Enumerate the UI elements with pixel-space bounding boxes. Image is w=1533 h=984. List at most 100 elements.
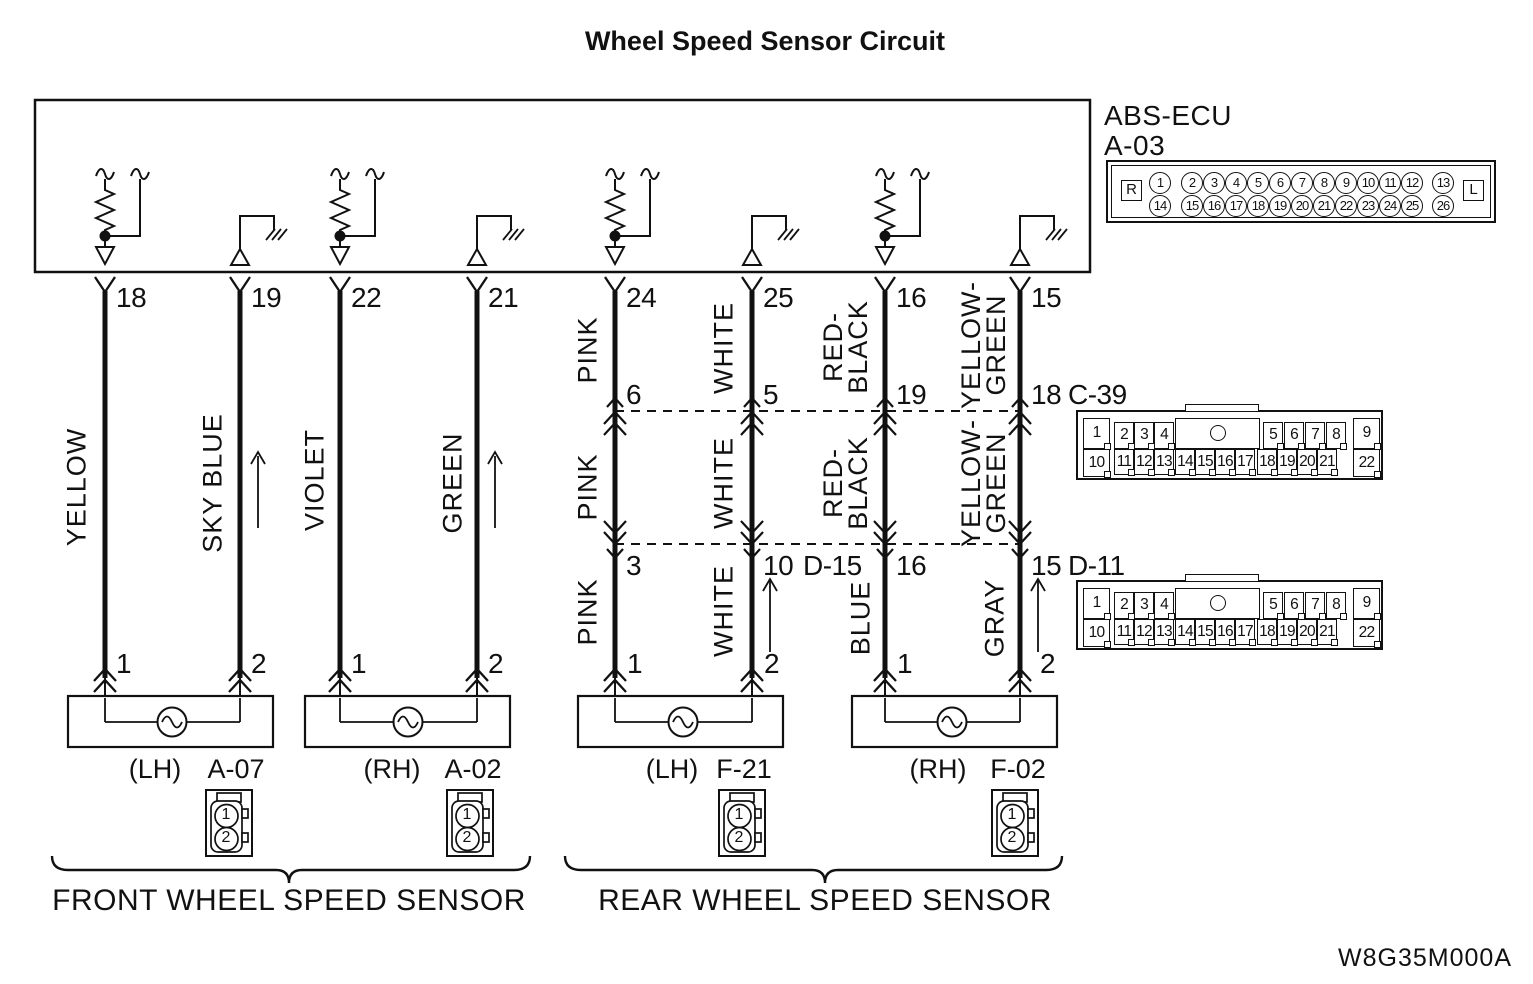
wire7-color-line2: BLACK	[843, 436, 873, 530]
c39-cell: 11	[1114, 449, 1135, 476]
d11-cell: 17	[1235, 619, 1256, 646]
wire5-sensor-pin: 1	[627, 648, 643, 679]
c39-cell: 12	[1134, 449, 1155, 476]
ecu-connector-code: A-03	[1104, 130, 1166, 161]
c39-cell: 16	[1215, 449, 1236, 476]
sensor3-icon-pin1: 1	[734, 806, 744, 823]
wire7-color-label-bottom: BLUE	[845, 580, 876, 656]
d11-label: D-11	[1068, 550, 1125, 581]
wires	[102, 291, 1023, 678]
c39-cell: 3	[1134, 422, 1155, 450]
wire3-color-label: VIOLET	[299, 428, 330, 532]
wire5-color-label-top: PINK	[572, 316, 603, 384]
wire4-sensor-pin: 2	[488, 648, 504, 679]
d11-cell: 7	[1305, 592, 1326, 620]
rear-wheel-speed-sensor-group-label: REAR WHEEL SPEED SENSOR	[598, 884, 1052, 917]
wire8-color-line2: GREEN	[981, 294, 1011, 396]
a03-pin: 10	[1357, 172, 1379, 194]
ecu-pin-forks	[94, 276, 1031, 293]
wire6-color-label-top: WHITE	[708, 302, 739, 394]
diagram-title: Wheel Speed Sensor Circuit	[584, 26, 946, 56]
group-braces	[50, 855, 1064, 884]
d11-latch-tab	[1185, 574, 1259, 582]
wire8-d11-pin: 15	[1031, 550, 1062, 581]
sensor4-side-label: (RH)	[909, 754, 967, 784]
a03-pin: 16	[1203, 195, 1225, 217]
c39-cell: 14	[1175, 449, 1196, 476]
c39-cell: 20	[1297, 449, 1318, 476]
d11-cell: 13	[1154, 619, 1175, 646]
sensor-entry-chevrons	[93, 667, 1032, 693]
d11-cell: 21	[1317, 619, 1338, 646]
document-code: W8G35M000A	[1338, 944, 1512, 972]
d11-cell: 19	[1277, 619, 1298, 646]
c39-cell: 7	[1305, 422, 1326, 450]
c39-cell: 1	[1083, 418, 1111, 450]
two-pin-connector-icons	[205, 789, 1039, 857]
a03-pin: 14	[1149, 195, 1171, 217]
ac-generator-symbols	[156, 706, 968, 738]
d11-cell: 14	[1175, 619, 1196, 646]
d11-cell: 11	[1114, 619, 1135, 646]
a03-pin: 21	[1313, 195, 1335, 217]
a03-pin: 22	[1335, 195, 1357, 217]
wire7-ecu-pin: 16	[896, 282, 927, 313]
wire8-color-label-top: YELLOW- GREEN	[956, 281, 1011, 409]
sensor3-side-label: (LH)	[645, 754, 699, 784]
wire1-sensor-pin: 1	[116, 648, 132, 679]
sensor2-side-label: (RH)	[363, 754, 421, 784]
a03-pin: 17	[1225, 195, 1247, 217]
wire7-d11-pin: 16	[896, 550, 927, 581]
wire6-color-label-mid: WHITE	[708, 437, 739, 529]
c39-connector-pinout: 1 2 3 4 5 6 7 8 9 10 11 12 13 14 15 16 1…	[1076, 404, 1383, 480]
wire7-c39-pin: 19	[896, 379, 927, 410]
ecu-connector-a03-pinout: R L 1 2 3 4 5 6 7 8 9 10 11 12 13 14 15 …	[1106, 160, 1496, 223]
wire5-d15-pin: 3	[626, 550, 642, 581]
d11-cell: 2	[1114, 592, 1135, 620]
d11-cell: 8	[1326, 592, 1347, 620]
d11-connector-pinout: 1 2 3 4 5 6 7 8 9 10 11 12 13 14 15 16 1…	[1076, 574, 1383, 650]
c39-latch-hole	[1210, 425, 1226, 441]
wire3-sensor-pin: 1	[351, 648, 367, 679]
wire7-color-label-top: RED- BLACK	[818, 300, 873, 394]
sensor2-connector-code: A-02	[444, 754, 502, 784]
sensor2-icon-pin1: 1	[462, 806, 472, 823]
inline-connector-boundaries	[615, 410, 1020, 545]
wire6-sensor-pin: 2	[764, 648, 780, 679]
a03-pin: 6	[1269, 172, 1291, 194]
c39-cell: 17	[1235, 449, 1256, 476]
a03-pin: 23	[1357, 195, 1379, 217]
a03-pin: 15	[1181, 195, 1203, 217]
wire7-sensor-pin: 1	[897, 648, 913, 679]
c39-latch-tab	[1185, 404, 1259, 412]
c39-cell: 15	[1195, 449, 1216, 476]
c39-cell: 10	[1083, 449, 1111, 478]
c39-label: C-39	[1068, 379, 1127, 410]
c39-cell: 19	[1277, 449, 1298, 476]
sensor1-connector-code: A-07	[207, 754, 265, 784]
a03-left-marker: L	[1463, 180, 1484, 201]
sensor4-icon-pin2: 2	[1007, 829, 1017, 846]
sensor-boxes	[66, 694, 1059, 749]
wire5-c39-pin: 6	[626, 379, 642, 410]
d11-cell: 6	[1284, 592, 1305, 620]
sensor2-icon-pin2: 2	[462, 829, 472, 846]
wire6-color-label-bottom: WHITE	[708, 565, 739, 657]
c39-cell: 18	[1257, 449, 1278, 476]
sensor4-icon-pin1: 1	[1007, 806, 1017, 823]
a03-pin: 4	[1225, 172, 1247, 194]
wire8-sensor-pin: 2	[1040, 648, 1056, 679]
wire5-color-label-mid: PINK	[572, 453, 603, 521]
wire1-ecu-pin: 18	[116, 282, 147, 313]
wire2-sensor-pin: 2	[251, 648, 267, 679]
d11-cell: 18	[1257, 619, 1278, 646]
wire7-color-line2: BLACK	[843, 300, 873, 394]
a03-pin: 1	[1149, 172, 1171, 194]
a03-inner-frame	[1111, 165, 1491, 218]
wire8-color-label-bottom: GRAY	[979, 578, 1010, 658]
a03-pin: 11	[1379, 172, 1401, 194]
d11-cell: 22	[1353, 619, 1381, 648]
c39-cell: 21	[1317, 449, 1338, 476]
c39-cell: 5	[1263, 422, 1284, 450]
